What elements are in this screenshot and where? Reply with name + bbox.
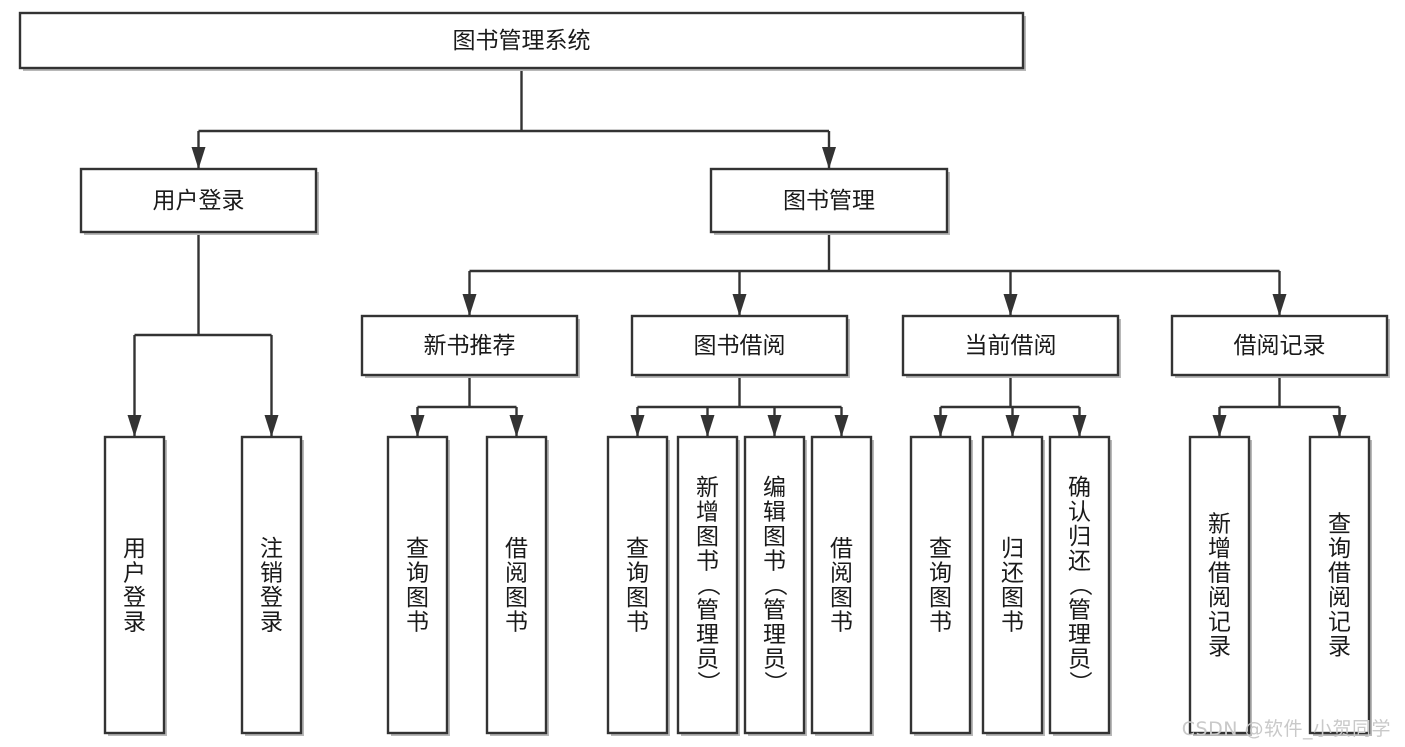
node-book-borrow-label: 图书借阅 <box>694 333 786 359</box>
node-leaf-logout-login[interactable] <box>240 435 303 735</box>
node-leaf-add-borrow-record-label: 新增借阅记录 <box>1208 512 1231 661</box>
node-root-system[interactable] <box>18 11 1025 70</box>
login-to-leaves-arrow-0 <box>127 415 142 437</box>
node-leaf-borrow-book[interactable] <box>810 435 873 735</box>
node-root-system-label: 图书管理系统 <box>453 28 591 54</box>
node-leaf-add-book-admin[interactable] <box>676 435 739 735</box>
node-leaf-edit-book-admin[interactable] <box>743 435 806 735</box>
node-book-management-label: 图书管理 <box>783 188 875 214</box>
node-leaf-add-borrow-record[interactable] <box>1188 435 1251 735</box>
root-to-level2-arrow-0 <box>191 147 206 169</box>
connectors-layer <box>127 68 1347 437</box>
node-leaf-edit-book-admin-label: 编辑图书（管理员） <box>763 475 788 697</box>
node-current-borrow[interactable] <box>901 314 1120 377</box>
node-new-book-recommend-label: 新书推荐 <box>424 333 516 359</box>
node-current-borrow-label: 当前借阅 <box>965 333 1057 359</box>
record-to-leaves-arrow-0 <box>1212 415 1227 437</box>
manage-to-level3-arrow-0 <box>462 294 477 316</box>
node-leaf-query-book-current-label: 查询图书 <box>929 536 952 636</box>
node-leaf-query-book-borrow-label: 查询图书 <box>626 536 649 636</box>
node-leaf-query-book-current[interactable] <box>909 435 972 735</box>
node-user-login[interactable] <box>79 167 318 234</box>
current-to-leaves-arrow-0 <box>933 415 948 437</box>
node-leaf-return-book-label: 归还图书 <box>1001 536 1024 636</box>
node-borrow-record[interactable] <box>1170 314 1389 377</box>
node-leaf-query-book-borrow[interactable] <box>606 435 669 735</box>
node-boxes-layer <box>18 11 1390 736</box>
csdn-watermark: CSDN @软件_小贺同学 <box>1181 718 1391 740</box>
node-labels-layer: 图书管理系统用户登录图书管理新书推荐图书借阅当前借阅借阅记录用户登录注销登录查询… <box>123 28 1351 697</box>
node-borrow-record-label: 借阅记录 <box>1234 333 1326 359</box>
node-leaf-add-book-admin-label: 新增图书（管理员） <box>696 475 721 697</box>
node-leaf-query-book-rec[interactable] <box>386 435 449 735</box>
borrow-to-leaves-arrow-0 <box>630 415 645 437</box>
node-leaf-query-borrow-record[interactable] <box>1308 435 1371 735</box>
current-to-leaves-arrow-1 <box>1005 415 1020 437</box>
node-leaf-confirm-return-admin-label: 确认归还（管理员） <box>1068 475 1093 697</box>
record-to-leaves-arrow-1 <box>1332 415 1347 437</box>
manage-to-level3-arrow-3 <box>1272 294 1287 316</box>
node-leaf-confirm-return-admin[interactable] <box>1048 435 1111 735</box>
manage-to-level3-arrow-1 <box>732 294 747 316</box>
manage-to-level3-arrow-2 <box>1003 294 1018 316</box>
node-leaf-logout-login-label: 注销登录 <box>260 536 283 636</box>
node-book-management[interactable] <box>709 167 949 234</box>
current-to-leaves-arrow-2 <box>1072 415 1087 437</box>
node-book-borrow[interactable] <box>630 314 849 377</box>
newbook-to-leaves-arrow-1 <box>509 415 524 437</box>
login-to-leaves-arrow-1 <box>264 415 279 437</box>
node-leaf-user-login[interactable] <box>103 435 166 735</box>
node-leaf-borrow-book-rec-label: 借阅图书 <box>505 536 528 636</box>
node-leaf-user-login-label: 用户登录 <box>123 536 146 636</box>
borrow-to-leaves-arrow-1 <box>700 415 715 437</box>
node-leaf-return-book[interactable] <box>981 435 1044 735</box>
newbook-to-leaves-arrow-0 <box>410 415 425 437</box>
borrow-to-leaves-arrow-2 <box>767 415 782 437</box>
node-leaf-borrow-book-label: 借阅图书 <box>830 536 853 636</box>
root-to-level2-arrow-1 <box>822 147 836 169</box>
node-new-book-recommend[interactable] <box>360 314 579 377</box>
node-leaf-borrow-book-rec[interactable] <box>485 435 548 735</box>
borrow-to-leaves-arrow-3 <box>834 415 849 437</box>
node-leaf-query-book-rec-label: 查询图书 <box>406 536 429 636</box>
node-leaf-query-borrow-record-label: 查询借阅记录 <box>1328 512 1351 661</box>
node-user-login-label: 用户登录 <box>153 188 245 214</box>
